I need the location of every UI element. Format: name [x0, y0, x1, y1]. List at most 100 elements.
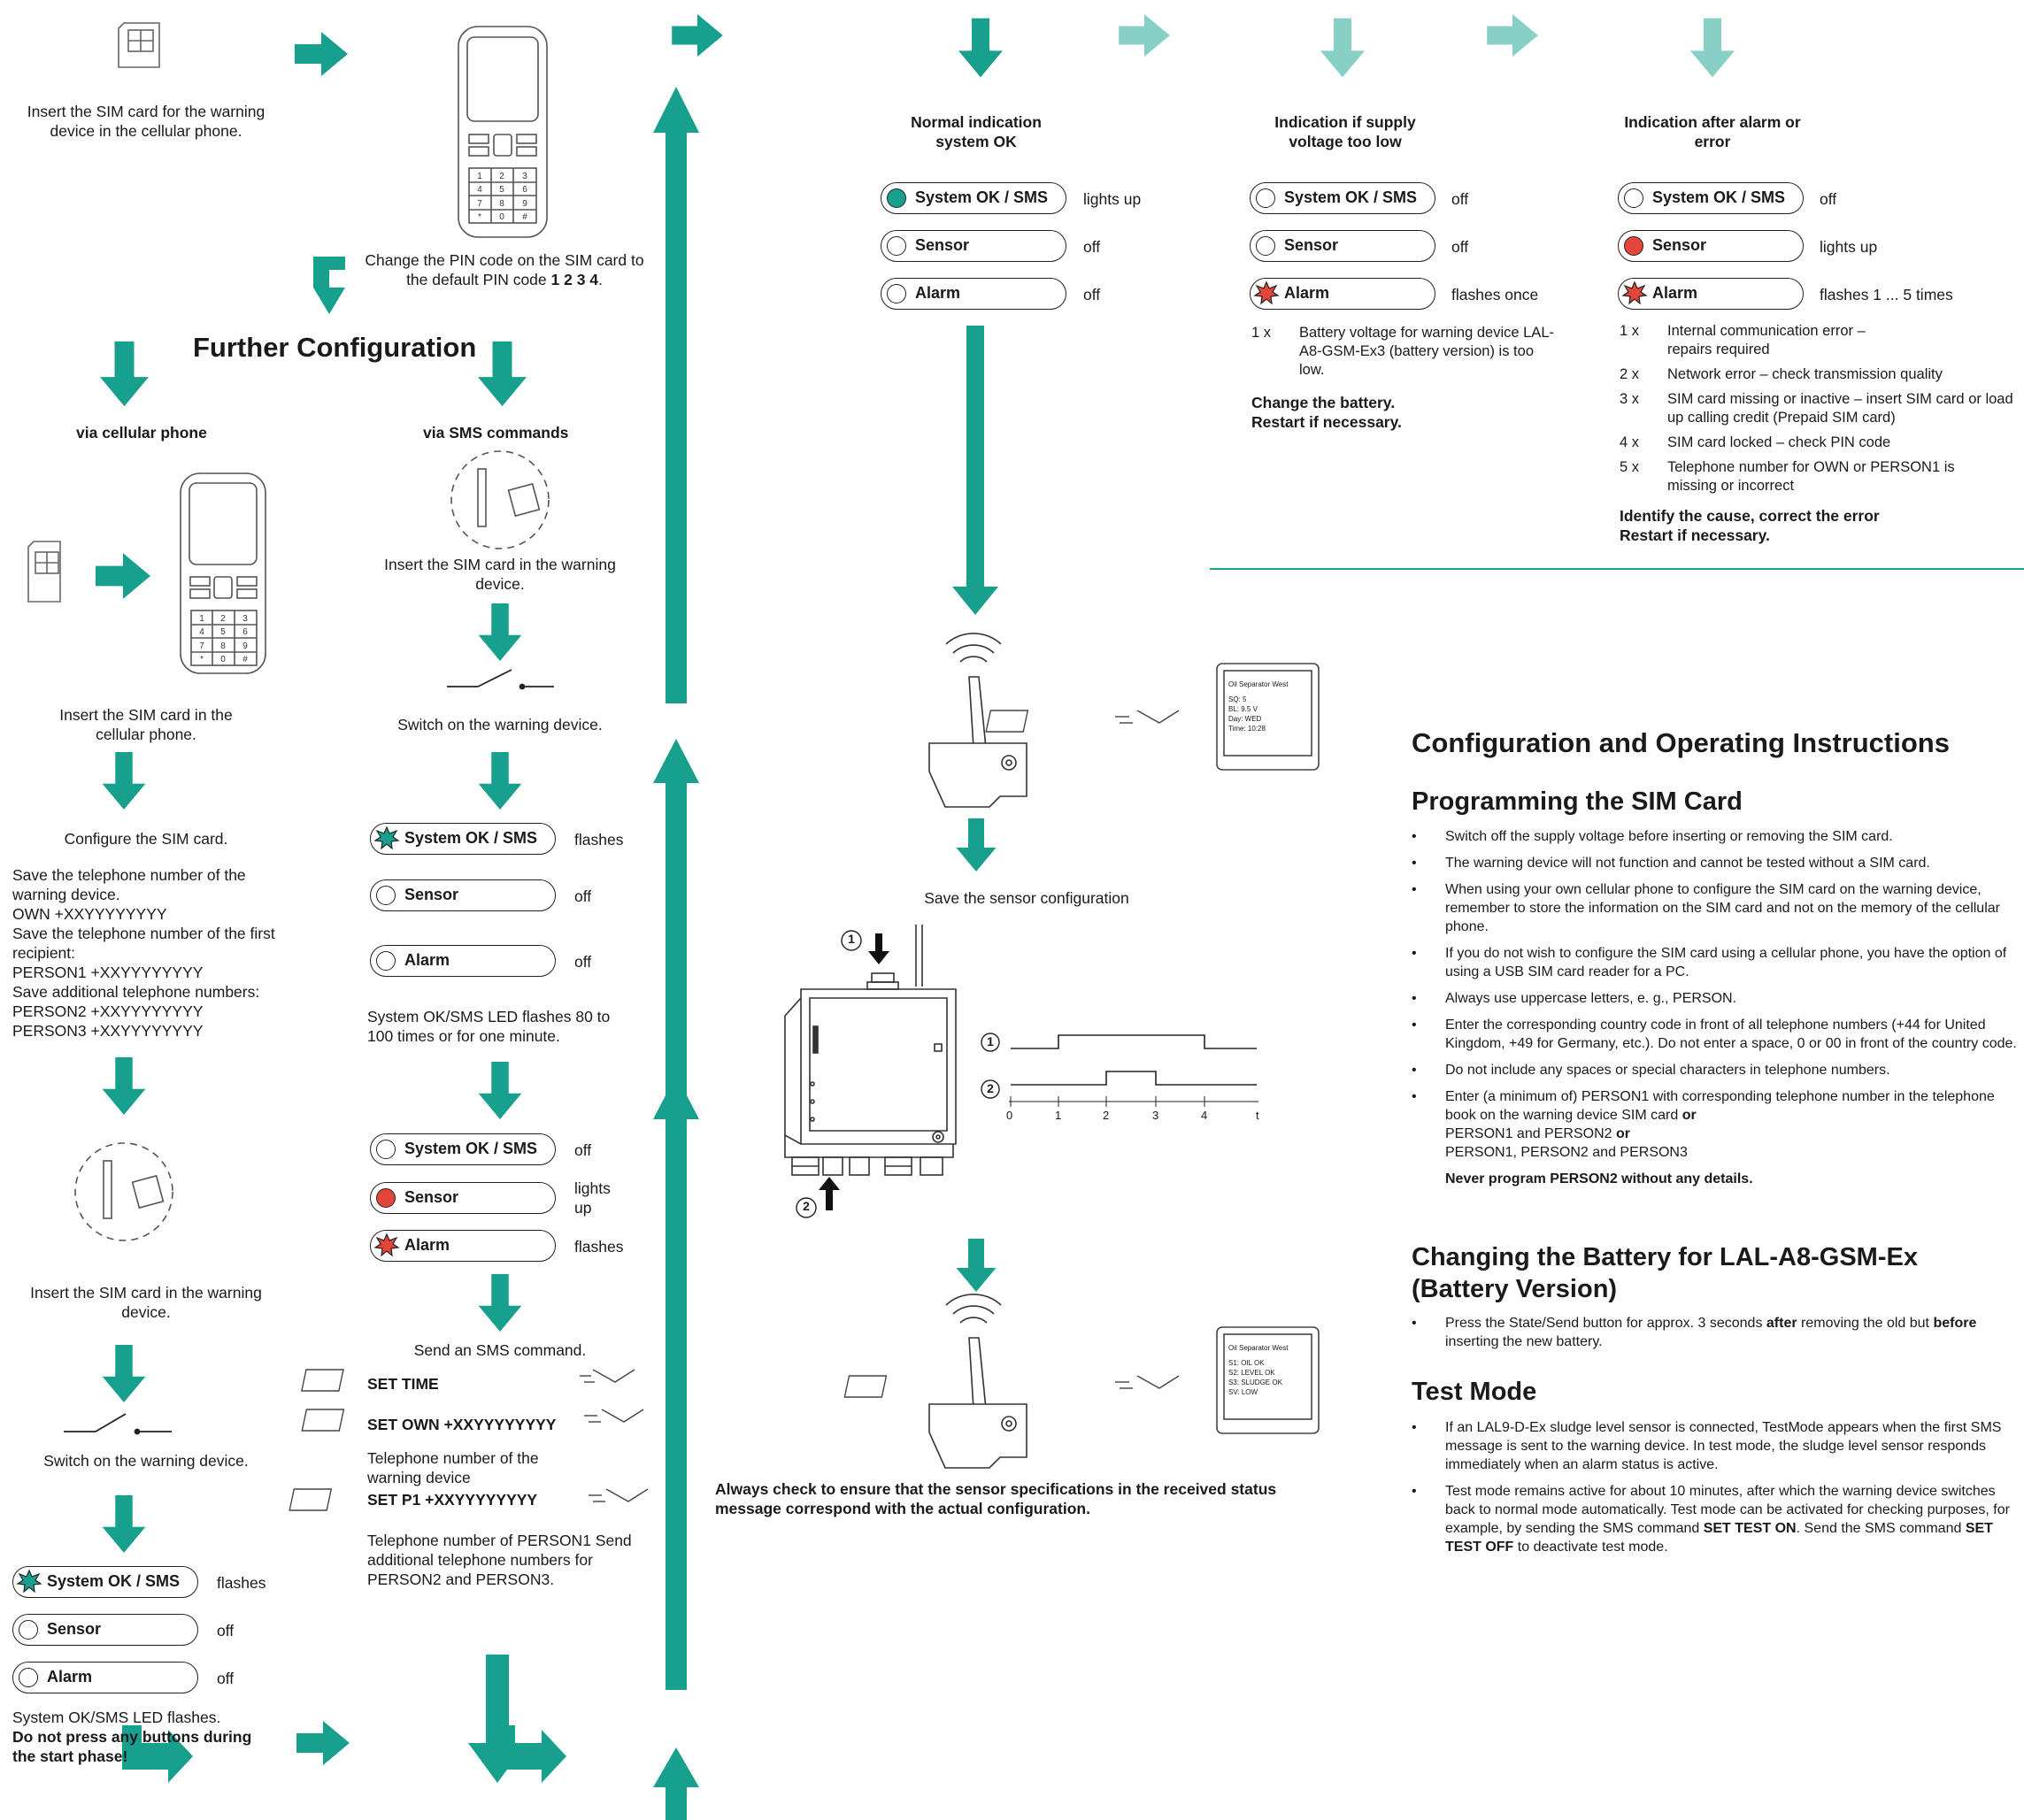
arrow-down-icon: [956, 1239, 997, 1292]
led-off-icon: [376, 886, 396, 905]
save-line: PERSON2 +XXYYYYYYYY: [12, 1002, 204, 1020]
sim-insert-icon: [450, 450, 550, 549]
led-sensor: Sensor: [881, 230, 1066, 262]
section-heading: Test Mode: [1412, 1378, 1537, 1406]
arrow-right-icon: [295, 32, 348, 76]
sms-display-1: Oil Separator West SQ: 5 BL: 9.5 V Day: …: [1228, 680, 1288, 733]
led-system-ok: System OK / SMS: [1250, 182, 1435, 214]
led-sensor: Sensor: [370, 1182, 556, 1214]
arrow-down-icon: [1690, 18, 1735, 78]
subheading: via cellular phone: [76, 424, 207, 442]
led-label: Alarm: [404, 951, 450, 969]
led-status: flashes: [574, 1238, 624, 1256]
step-text: Insert the SIM card in the warning devic…: [384, 556, 616, 593]
save-line: Save the telephone number of the warning…: [12, 866, 246, 903]
arrow-up-icon: [653, 87, 699, 703]
cellular-phone-icon: [458, 26, 548, 238]
note-text: Always check to ensure that the sensor s…: [715, 1480, 1277, 1517]
svg-text:#: #: [242, 655, 248, 664]
led-label: System OK / SMS: [404, 829, 538, 847]
timing-tick-label: 3: [1152, 1109, 1159, 1122]
arrow-down-icon: [102, 1057, 146, 1115]
svg-text:8: 8: [220, 641, 226, 651]
save-line: OWN +XXYYYYYYYY: [12, 905, 167, 923]
svg-text:0: 0: [220, 655, 226, 664]
led-label: Alarm: [47, 1668, 93, 1686]
led-off-icon: [376, 951, 396, 971]
step-text: Switch on the warning device.: [397, 716, 603, 733]
led-system-ok: System OK / SMS: [881, 182, 1066, 214]
led-system-ok: System OK / SMS: [370, 1133, 556, 1165]
callout-label: 1: [848, 932, 855, 946]
led-status: off: [1083, 286, 1101, 303]
led-red-icon: [376, 1188, 396, 1208]
led-label: System OK / SMS: [1284, 188, 1418, 206]
svg-text:#: #: [522, 212, 527, 222]
led-label: Sensor: [47, 1620, 102, 1638]
sms-line: Day: WED: [1228, 715, 1262, 723]
sms-note: Telephone number of PERSON1 Send additio…: [367, 1532, 632, 1588]
flashing-star-icon: [373, 826, 400, 850]
bullet-item: Press the State/Send button for approx. …: [1412, 1314, 2013, 1351]
envelope-icon: [301, 1409, 644, 1432]
arrow-up-icon: [653, 1075, 699, 1690]
svg-text:2: 2: [220, 614, 226, 624]
led-label: Sensor: [404, 1188, 459, 1206]
block-title: Indication after alarm or error: [1624, 113, 1801, 150]
power-switch-icon: [447, 669, 554, 690]
power-switch-icon: [64, 1413, 172, 1435]
code-count: 1 x: [1251, 325, 1272, 341]
sms-line: S3: SLUDGE OK: [1228, 1378, 1282, 1386]
svg-text:0: 0: [499, 212, 504, 222]
led-label: Sensor: [1284, 236, 1339, 254]
led-off-icon: [19, 1620, 38, 1640]
callout-label: 2: [987, 1081, 994, 1095]
warning-device-antenna-icon: [928, 633, 1027, 808]
timing-diagram: [1009, 1034, 1258, 1107]
timing-tick-label: 1: [1055, 1109, 1062, 1122]
svg-text:9: 9: [242, 641, 248, 651]
arrow-down-icon: [958, 18, 1003, 78]
warning-device-housing-icon: [784, 925, 957, 1176]
led-sensor: Sensor: [370, 879, 556, 911]
warning-text: Never program PERSON2 without any detail…: [1445, 1171, 1753, 1186]
warning-text: Do not press any buttons during the star…: [12, 1728, 252, 1765]
flashing-star-icon: [16, 1569, 42, 1593]
svg-text:9: 9: [522, 199, 527, 209]
step-text: Switch on the warning device.: [43, 1452, 249, 1470]
led-sensor: Sensor: [1618, 230, 1804, 262]
envelope-icon: [985, 710, 1180, 733]
led-green-icon: [887, 188, 906, 208]
led-status: off: [1451, 190, 1469, 208]
cellular-phone-icon: [180, 472, 266, 674]
sim-card-icon: [27, 541, 61, 603]
svg-text:5: 5: [499, 185, 504, 195]
arrow-down-icon: [952, 326, 998, 615]
code-text: Battery voltage for warning device LAL-A…: [1299, 325, 1554, 378]
sms-command: SET P1 +XXYYYYYYYY: [367, 1491, 538, 1509]
section-heading: Further Configuration: [193, 332, 477, 363]
svg-text:4: 4: [199, 627, 204, 637]
svg-text:1: 1: [477, 172, 482, 181]
sms-line: SQ: 5: [1228, 695, 1247, 703]
led-status: off: [1451, 238, 1469, 256]
arrow-turn-icon: [122, 1725, 193, 1783]
subheading: via SMS commands: [423, 424, 569, 442]
arrow-down-icon: [102, 752, 146, 810]
led-label: System OK / SMS: [404, 1140, 538, 1157]
svg-text:4: 4: [477, 185, 482, 195]
arrow-down-black-icon: [868, 933, 889, 964]
arrow-down-icon: [478, 1062, 522, 1119]
led-off-icon: [376, 1140, 396, 1159]
block-title: Normal indication system OK: [911, 113, 1042, 150]
svg-text:5: 5: [220, 627, 226, 637]
arrow-down-icon: [478, 1274, 522, 1332]
arrow-up-black-icon: [819, 1177, 840, 1210]
bullet-item: Switch off the supply voltage before ins…: [1412, 827, 2022, 846]
bullet-item: Test mode remains active for about 10 mi…: [1412, 1482, 2022, 1556]
svg-text:*: *: [478, 212, 481, 222]
sms-line: SV: LOW: [1228, 1388, 1258, 1396]
arrow-down-icon: [313, 257, 345, 314]
